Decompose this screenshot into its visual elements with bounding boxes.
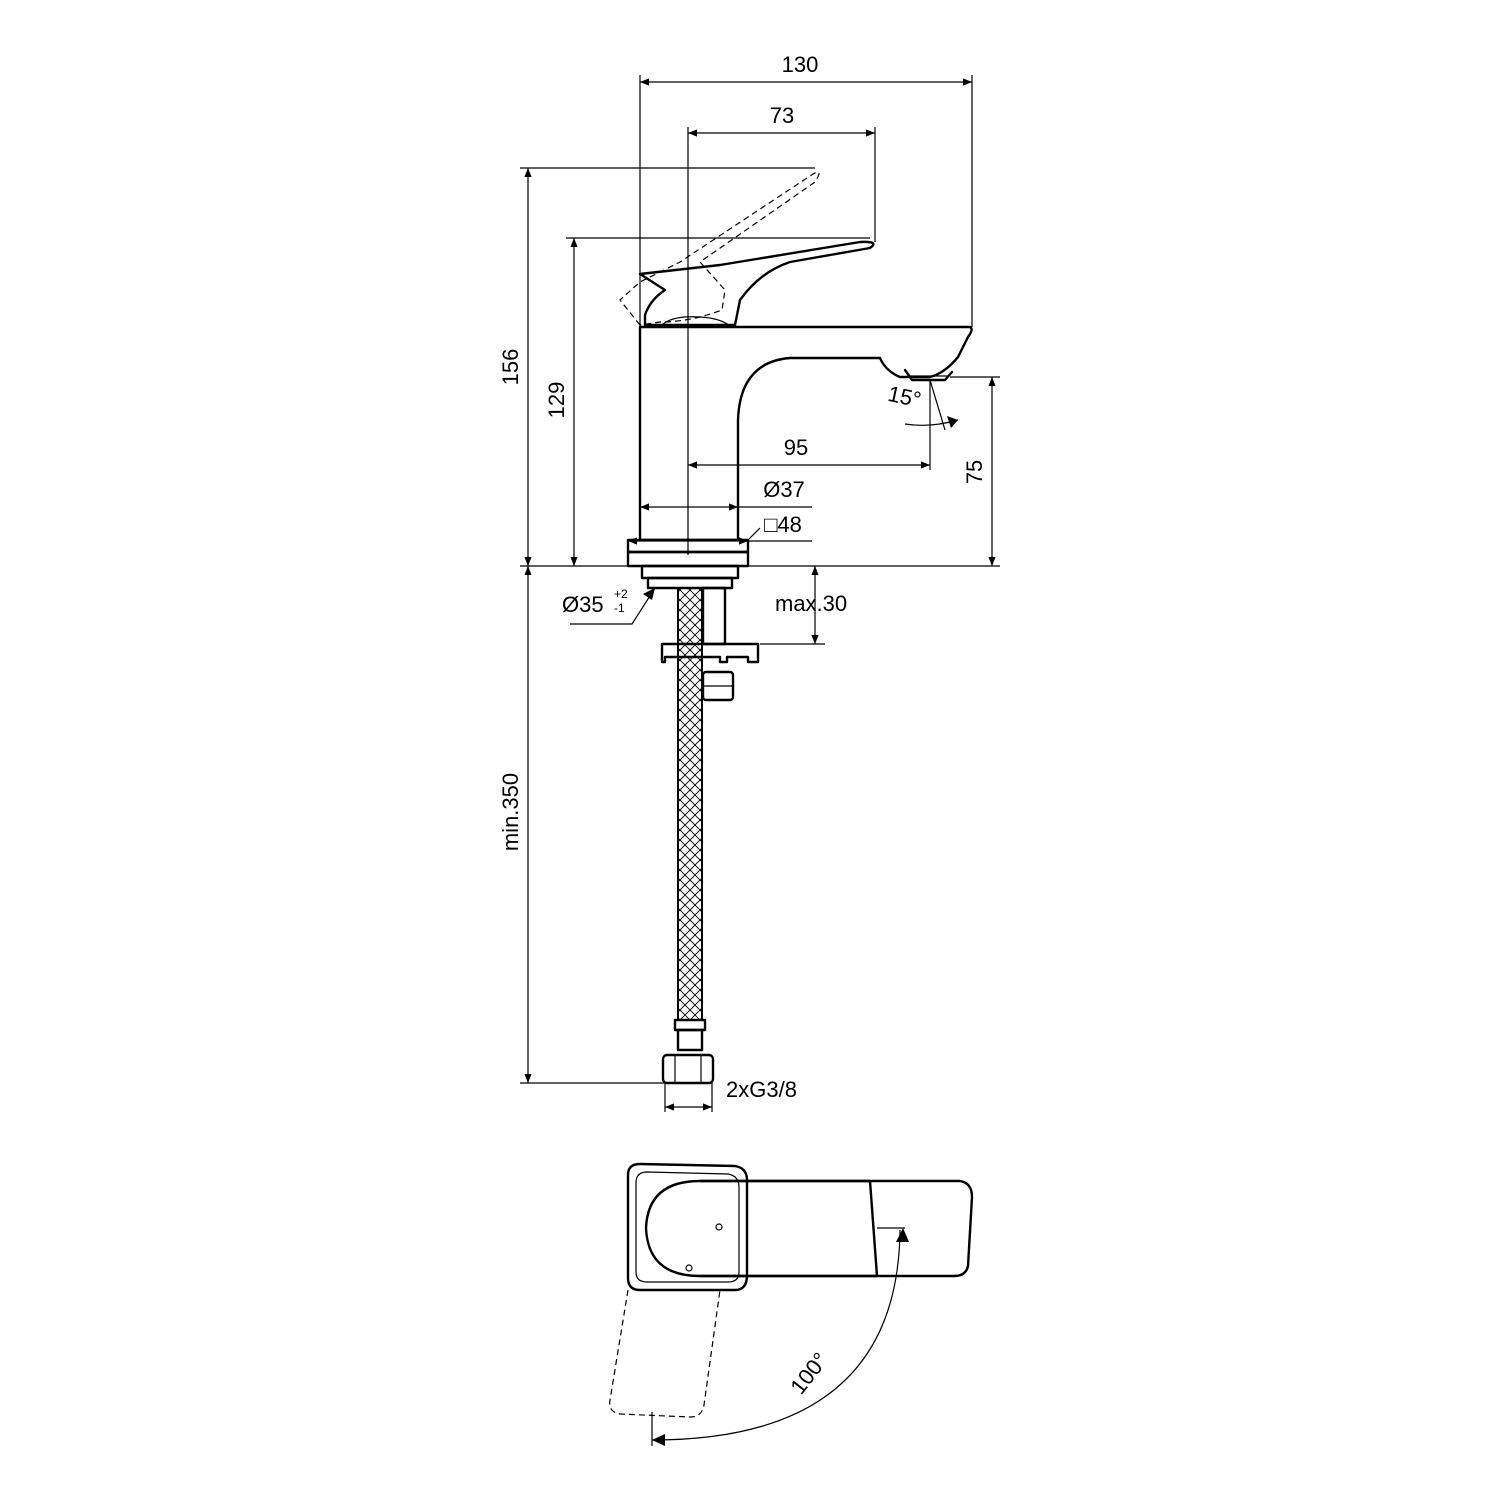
aerator	[903, 368, 954, 382]
flexible-hose	[677, 587, 703, 1021]
tap-body	[638, 325, 973, 542]
lever	[638, 240, 875, 327]
base-washer	[640, 564, 740, 580]
dim-overall-width: 130	[782, 52, 819, 77]
dim-hole-tol-plus: +2	[614, 587, 628, 601]
side-view	[619, 171, 973, 1085]
top-spout	[698, 1179, 974, 1278]
mounting-stud	[701, 586, 727, 646]
dim-base-square: □48	[764, 512, 802, 537]
dim-lever-height: 129	[544, 382, 569, 419]
lever-raised-outline	[619, 171, 820, 326]
hose-ferrule	[673, 1018, 707, 1032]
dim-hose-length: min.350	[498, 773, 523, 851]
top-view	[609, 1162, 974, 1446]
dim-hole-diameter: Ø35	[562, 592, 604, 617]
dim-jet-angle: 15°	[886, 381, 924, 412]
top-lever-rotated	[609, 1289, 721, 1418]
dim-connection: 2xG3/8	[726, 1077, 797, 1102]
dim-lever-reach: 73	[770, 103, 794, 128]
dim-max-deck: max.30	[775, 591, 847, 616]
hose-nut	[661, 1053, 715, 1085]
top-lever	[644, 1179, 879, 1278]
dim-spout-height: 75	[962, 460, 987, 484]
dim-spout-projection: 95	[784, 435, 808, 460]
dim-body-diameter: Ø37	[763, 477, 805, 502]
rotation-arc	[651, 1229, 901, 1441]
dim-hole-tol-minus: -1	[614, 601, 625, 615]
dim-total-height: 156	[498, 349, 523, 386]
mounting-bracket	[660, 642, 760, 664]
dimension-lines	[520, 75, 1000, 1112]
dim-rotation-angle: 100°	[785, 1348, 833, 1399]
